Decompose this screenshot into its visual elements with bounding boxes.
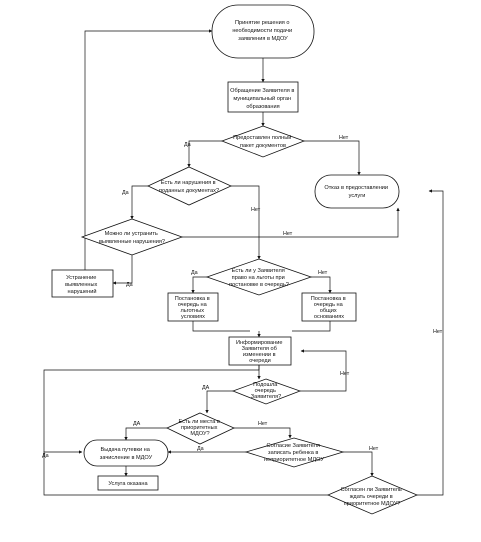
label-no-errors: Нет	[251, 207, 261, 213]
node-fix-errors	[51, 269, 114, 298]
edge-labels: Да Нет Да Нет Да Нет Да Нет Нет ДА ДА Не…	[42, 135, 443, 459]
node-full-package	[220, 125, 306, 158]
label-no-canfix: Нет	[283, 231, 293, 237]
label-yes-wait: Да	[42, 453, 49, 459]
node-service-done-label: Услуга оказана	[108, 481, 148, 487]
label-no-benefit: Нет	[318, 270, 328, 276]
node-agree-non-priority-label: Согласие Заявителя записать ребенка в не…	[264, 443, 324, 463]
node-priority-places-label: Есть ли места в приоритетных МДОУ?	[179, 419, 222, 437]
node-fix-errors-label: Устранение выявленных нарушений	[65, 275, 99, 295]
node-queue-benefit	[167, 292, 219, 322]
label-no-priority: Нет	[258, 421, 268, 427]
node-start	[211, 4, 315, 59]
label-yes-package: Да	[184, 142, 191, 148]
node-turn-came-label: Подошла очередь Заявителя?	[251, 382, 281, 400]
node-queue-general-label: Постановка в очередь на общих основаниях	[311, 296, 347, 320]
node-has-benefit-label: Есть ли у Заявителя право на льготы при …	[229, 268, 289, 288]
nodes: Принятие решения о необходимости подачи …	[51, 4, 419, 515]
node-issue-voucher-label: Выдача путевки на зачисление в МДОУ	[100, 447, 153, 461]
label-yes-errors: Да	[122, 190, 129, 196]
label-no-nonpriority: Нет	[369, 446, 379, 452]
node-refuse	[314, 174, 400, 209]
node-priority-places	[166, 412, 235, 445]
node-can-fix-label: Можно ли устранить выявленные нарушения?	[99, 231, 165, 245]
node-queue-benefit-label: Постановка в очередь на льготных условия…	[175, 296, 211, 320]
node-queue-general	[301, 292, 357, 322]
node-issue-voucher	[83, 439, 169, 467]
node-apply	[227, 81, 299, 113]
label-no-package: Нет	[339, 135, 349, 141]
label-yes-turn: ДА	[202, 385, 210, 391]
node-agree-wait-label: Согласен ли Заявитель ждать очереди в пр…	[341, 487, 404, 507]
node-inform-label: Информирование Заявителя об изменении в …	[236, 340, 284, 364]
node-doc-errors-label: Есть ли нарушения в поданных документах?	[159, 180, 219, 194]
node-start-label: Принятие решения о необходимости подачи …	[232, 20, 293, 42]
label-yes-benefit: Да	[191, 270, 198, 276]
node-apply-label: Обращение Заявителя в муниципальный орга…	[230, 88, 296, 110]
node-agree-wait	[326, 475, 419, 515]
node-agree-non-priority	[244, 437, 345, 468]
node-can-fix	[80, 218, 184, 256]
label-yes-canfix: Да	[126, 282, 133, 288]
node-refuse-label: Отказ в предоставлении услуги	[324, 185, 389, 199]
edges	[43, 29, 444, 496]
node-full-package-label: Предоставлен полный пакет документов	[233, 134, 293, 149]
label-yes-nonpriority: Да	[197, 446, 204, 452]
node-doc-errors	[147, 166, 232, 206]
label-no-turn: Нет	[340, 371, 350, 377]
label-no-wait: Нет	[433, 329, 443, 335]
node-service-done	[97, 475, 159, 491]
node-has-benefit	[205, 258, 313, 296]
node-turn-came	[231, 378, 302, 405]
label-yes-priority: ДА	[133, 421, 141, 427]
node-inform	[228, 336, 292, 366]
